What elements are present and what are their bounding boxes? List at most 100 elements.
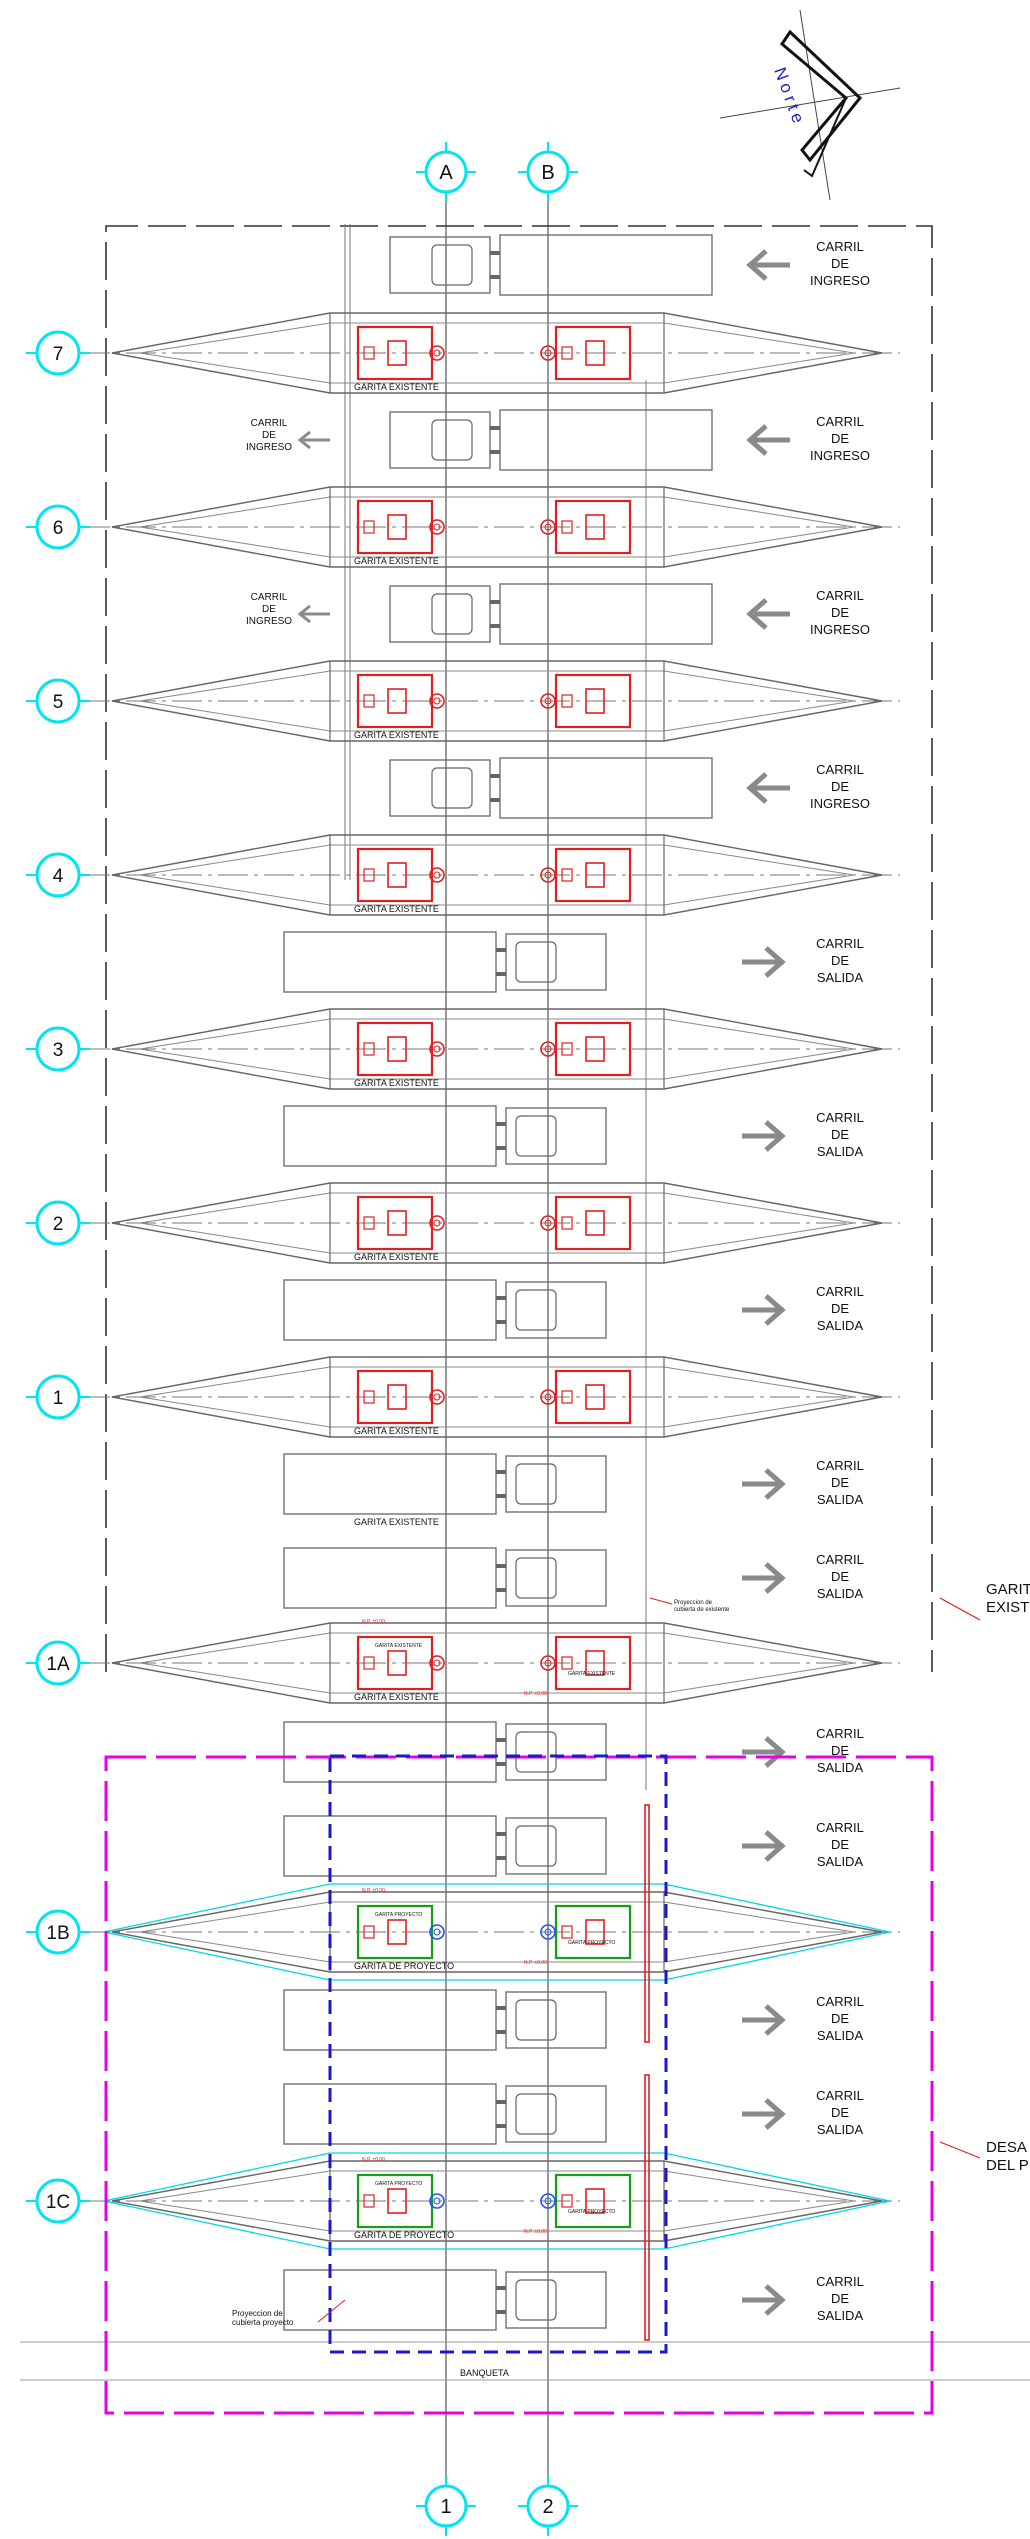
lane-direction-arrow bbox=[742, 2284, 786, 2316]
booth-left bbox=[356, 1021, 434, 1077]
row-bubble-1b: 1B bbox=[26, 1909, 90, 1955]
booth-caption: GARITA EXISTENTE bbox=[354, 556, 439, 566]
north-label: Norte bbox=[770, 65, 809, 129]
booth-caption: GARITA EXISTENTE bbox=[354, 730, 439, 740]
truck-trailer bbox=[283, 2083, 497, 2145]
booth-caption: GARITA DE PROYECTO bbox=[354, 2230, 454, 2240]
bollard-left bbox=[429, 1924, 445, 1940]
grid-bubble-label: 1A bbox=[46, 1654, 70, 1675]
truck-cab bbox=[505, 1455, 607, 1513]
truck-cab bbox=[389, 585, 491, 643]
island-1: GARITA EXISTENTE bbox=[80, 1356, 900, 1438]
bollard-right bbox=[540, 1215, 556, 1231]
island-7: GARITA EXISTENTE bbox=[80, 312, 900, 394]
bollard-right bbox=[540, 1924, 556, 1940]
truck-cab bbox=[505, 1991, 607, 2049]
booth-mini-label: GARITA EXISTENTE bbox=[375, 1643, 423, 1649]
booth-frame bbox=[356, 673, 434, 729]
booth-frame bbox=[554, 325, 632, 381]
booth-desk bbox=[387, 2188, 407, 2214]
booth-frame bbox=[356, 2173, 434, 2229]
lane-direction-arrow bbox=[746, 424, 790, 456]
bollard-left bbox=[429, 867, 445, 883]
truck-cab bbox=[505, 2085, 607, 2143]
truck-cab bbox=[505, 1281, 607, 1339]
truck-trailer bbox=[283, 1453, 497, 1515]
level-mark: N.P. ±0.00 bbox=[524, 1691, 547, 1697]
row-bubble-4: 4 bbox=[26, 852, 90, 898]
grid-bubble-label: 6 bbox=[53, 518, 64, 539]
booth-desk bbox=[387, 1650, 407, 1676]
lane-direction-arrow bbox=[742, 1562, 786, 1594]
row-bubble-1c: 1C bbox=[26, 2178, 90, 2224]
grid-bubble-label: B bbox=[541, 162, 554, 184]
lane-direction-arrow bbox=[746, 598, 790, 630]
grid-bubble-label: 7 bbox=[53, 344, 64, 365]
booth-desk bbox=[585, 688, 605, 714]
bollard-right bbox=[540, 1041, 556, 1057]
truck-cab bbox=[505, 1723, 607, 1781]
grid-bubble-label: 4 bbox=[53, 866, 64, 887]
booth-frame bbox=[356, 1904, 434, 1960]
booth-frame bbox=[554, 1195, 632, 1251]
island-3: GARITA EXISTENTE bbox=[80, 1008, 900, 1090]
grid-bubble-label: 1 bbox=[440, 2496, 451, 2518]
row-bubble-1a: 1A bbox=[26, 1640, 90, 1686]
grid-bubble-label: 1C bbox=[46, 2192, 70, 2213]
booth-left bbox=[356, 325, 434, 381]
booth-mini-label: GARITA PROYECTO bbox=[568, 1940, 615, 1946]
project-boundary bbox=[104, 1755, 934, 2415]
grid-bubble-label: 5 bbox=[53, 692, 64, 713]
booth-right bbox=[554, 2173, 632, 2229]
booth-desk bbox=[387, 1036, 407, 1062]
truck-cab bbox=[505, 2271, 607, 2329]
booth-desk bbox=[387, 514, 407, 540]
column-bubble-bottom-2: 2 bbox=[518, 2476, 578, 2536]
booth-right bbox=[554, 1195, 632, 1251]
column-bubble-b: B bbox=[518, 142, 578, 202]
booth-mini-label: GARITA PROYECTO bbox=[375, 1912, 422, 1918]
lane-direction-arrow bbox=[742, 1120, 786, 1152]
booth-left bbox=[356, 2173, 434, 2229]
booth-right bbox=[554, 847, 632, 903]
booth-right bbox=[554, 1021, 632, 1077]
banqueta-label: BANQUETA bbox=[460, 2368, 509, 2378]
truck-trailer bbox=[283, 1815, 497, 1877]
booth-desk bbox=[585, 514, 605, 540]
grid-bubble-label: 2 bbox=[53, 1214, 64, 1235]
bollard-right bbox=[540, 345, 556, 361]
booth-frame bbox=[554, 2173, 632, 2229]
booth-frame bbox=[554, 1904, 632, 1960]
booth-desk bbox=[585, 862, 605, 888]
bollard-left bbox=[429, 693, 445, 709]
bollard-left bbox=[429, 1041, 445, 1057]
booth-desk bbox=[585, 1210, 605, 1236]
bollard-right bbox=[540, 1655, 556, 1671]
truck-trailer bbox=[499, 234, 713, 296]
booth-right bbox=[554, 499, 632, 555]
row-bubble-2: 2 bbox=[26, 1200, 90, 1246]
bollard-left bbox=[429, 2193, 445, 2209]
canopy-strip-1 bbox=[644, 1804, 650, 2043]
grid-bubble-label: A bbox=[439, 162, 453, 184]
